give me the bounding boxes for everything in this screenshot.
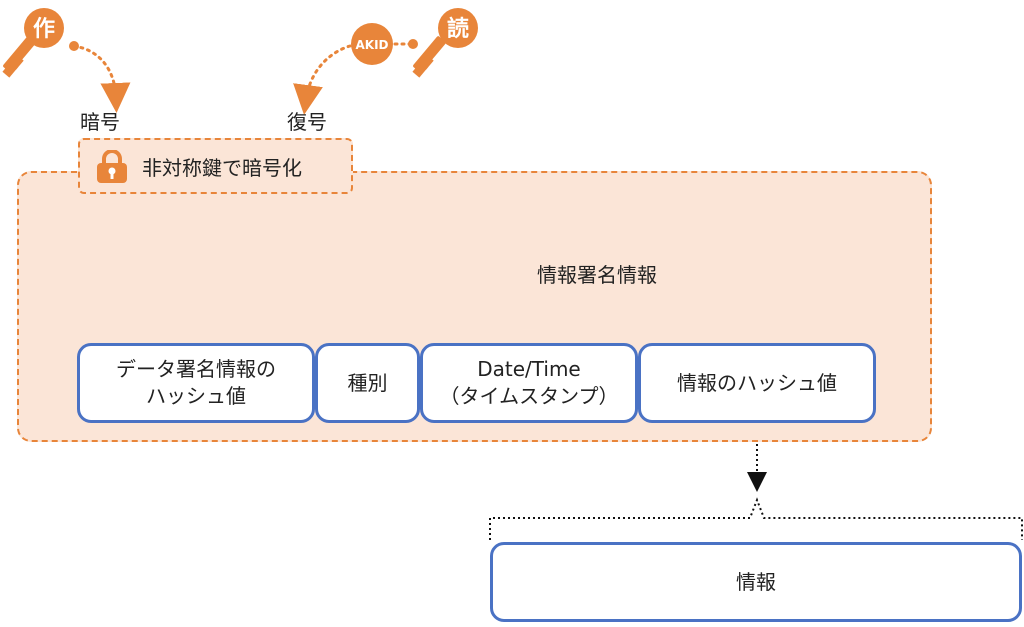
decrypt-arrow [293,44,352,115]
data-signature-hash-line1: データ署名情報の [116,357,276,381]
data-signature-hash-box: データ署名情報の ハッシュ値 [77,343,315,423]
datetime-box: Date/Time （タイムスタンプ） [420,343,638,423]
info-bracket [489,497,1023,540]
akid-connector-dot [408,39,418,49]
lock-icon [97,150,127,183]
writer-key-badge: 作 [33,17,55,42]
info-label: 情報 [736,569,776,594]
type-box: 種別 [315,343,420,423]
reader-key-icon: 読 [412,8,478,78]
signature-info-label: 情報署名情報 [537,263,657,287]
datetime-line1: Date/Time [477,357,581,381]
info-hash-label: 情報のハッシュ値 [677,370,837,395]
data-signature-hash-line2: ハッシュ値 [146,384,246,408]
encrypt-arrow [72,44,131,113]
type-label: 種別 [347,370,388,395]
encrypt-label: 暗号 [80,110,120,134]
decrypt-label: 復号 [287,110,327,134]
info-hash-box: 情報のハッシュ値 [638,343,876,423]
datetime-line2: （タイムスタンプ） [439,384,619,408]
writer-key-icon: 作 [2,8,64,78]
akid-badge-icon: AKID [351,23,393,65]
akid-badge-label: AKID [355,38,388,52]
encryption-label: 非対称鍵で暗号化 [142,156,302,180]
info-box: 情報 [490,542,1022,622]
reader-key-badge: 読 [447,16,469,42]
